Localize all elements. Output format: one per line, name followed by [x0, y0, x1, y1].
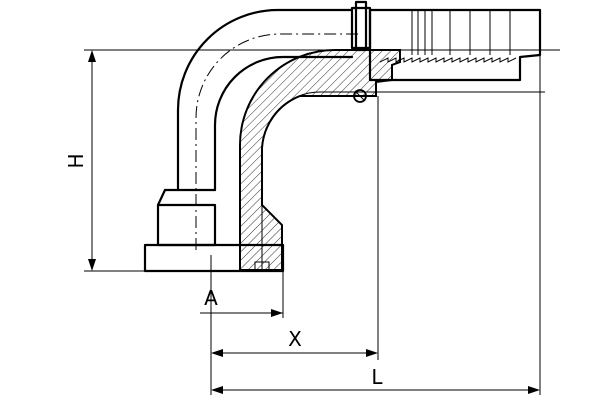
section-hatch-bend	[239, 49, 401, 271]
flange-head	[143, 243, 285, 273]
ferrule-lock-ring	[354, 0, 368, 52]
stem-barbs	[379, 57, 517, 63]
dim-a-label: A	[204, 286, 218, 310]
ferrule-collar	[350, 6, 372, 50]
seal-ring-section	[353, 89, 367, 103]
elbow-body	[176, 8, 360, 250]
dim-h-arrow-bottom	[88, 259, 96, 271]
elbow-inner-contour	[213, 55, 354, 192]
dim-l-arrow-right	[528, 386, 540, 394]
dimension-x: X	[211, 327, 378, 357]
sectioned-wall	[239, 49, 545, 271]
flange-neck	[156, 203, 217, 247]
dim-a-arrow	[271, 309, 283, 317]
dimension-l: L	[211, 365, 540, 394]
elbow-outer-contour	[176, 8, 354, 192]
flange-shoulder-chamfer	[156, 188, 167, 207]
flange	[143, 188, 285, 273]
bore-line	[261, 91, 545, 270]
dim-l-arrow-left	[211, 386, 223, 394]
extension-lines	[84, 49, 560, 395]
ferrule-stem	[350, 0, 542, 103]
dim-x-arrow-left	[211, 349, 223, 357]
dim-h-arrow-top	[88, 50, 96, 62]
ferrule-shell	[368, 8, 542, 82]
oring-groove	[254, 261, 270, 272]
dimension-h: H	[64, 50, 96, 271]
dim-x-arrow-right	[366, 349, 378, 357]
bend-centerline	[195, 33, 360, 250]
dim-h-label: H	[64, 153, 88, 168]
dim-l-label: L	[371, 365, 383, 389]
seal-ring-hatch	[354, 90, 366, 102]
dim-x-label: X	[288, 327, 302, 351]
dimension-a: A	[200, 286, 283, 317]
